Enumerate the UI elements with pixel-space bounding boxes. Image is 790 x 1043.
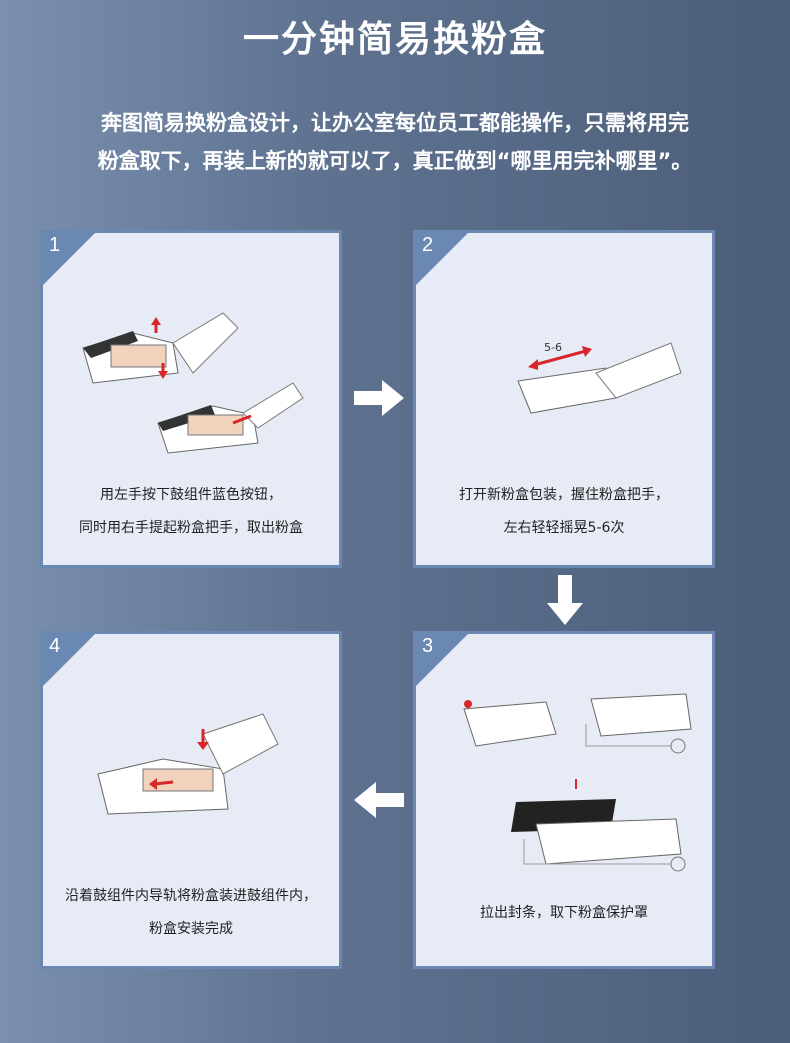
caption-line: 左右轻轻摇晃5-6次 [503,520,625,536]
step-number: 1 [49,234,61,256]
caption-line: 同时用右手提起粉盒把手，取出粉盒 [79,520,303,536]
remove-cartridge-illustration [82,312,304,454]
caption-line: 拉出封条，取下粉盒保护罩 [480,905,648,921]
shake-count-label: 5-6 [544,341,562,354]
caption-line: 用左手按下鼓组件蓝色按钮， [100,487,282,503]
intro-text: 奔图简易换粉盒设计，让办公室每位员工都能操作，只需将用完 粉盒取下，再装上新的就… [30,104,760,180]
step-number: 4 [49,635,61,657]
arrow-down-icon [547,575,583,625]
step-caption: 沿着鼓组件内导轨将粉盒装进鼓组件内， 粉盒安装完成 [43,880,339,946]
step-caption: 打开新粉盒包装，握住粉盒把手， 左右轻轻摇晃5-6次 [416,479,712,545]
install-cartridge-illustration [97,713,279,815]
step-card-4: 4 沿着鼓组件内导轨将粉盒装进鼓组件内， 粉盒安装完成 [40,631,342,969]
arrow-right-icon [354,380,404,416]
caption-line: 粉盒安装完成 [149,921,233,937]
step-badge [416,634,468,686]
step-number: 3 [422,635,434,657]
step-card-2: 2 5-6 打开新粉盒包装，握住粉盒把手， 左右轻轻摇晃5-6次 [413,230,715,568]
step-card-1: 1 用左手按下鼓组件蓝色按钮， 同时用右手提起粉盒把手，取出粉盒 [40,230,342,568]
intro-line-2: 粉盒取下，再装上新的就可以了，真正做到“哪里用完补哪里”。 [97,149,693,173]
arrow-left-icon [354,782,404,818]
shake-cartridge-illustration: 5-6 [517,341,682,414]
remove-seal-illustration [463,693,692,872]
caption-line: 沿着鼓组件内导轨将粉盒装进鼓组件内， [65,888,317,904]
page-title: 一分钟简易换粉盒 [242,19,547,60]
step-card-3: 3 拉出封条，取下粉盒保护罩 [413,631,715,969]
step-caption: 拉出封条，取下粉盒保护罩 [416,897,712,930]
step-badge [43,233,95,285]
caption-line: 打开新粉盒包装，握住粉盒把手， [459,487,669,503]
intro-line-1: 奔图简易换粉盒设计，让办公室每位员工都能操作，只需将用完 [101,111,689,135]
step-badge [43,634,95,686]
step-badge [416,233,468,285]
step-number: 2 [422,234,434,256]
step-caption: 用左手按下鼓组件蓝色按钮， 同时用右手提起粉盒把手，取出粉盒 [43,479,339,545]
